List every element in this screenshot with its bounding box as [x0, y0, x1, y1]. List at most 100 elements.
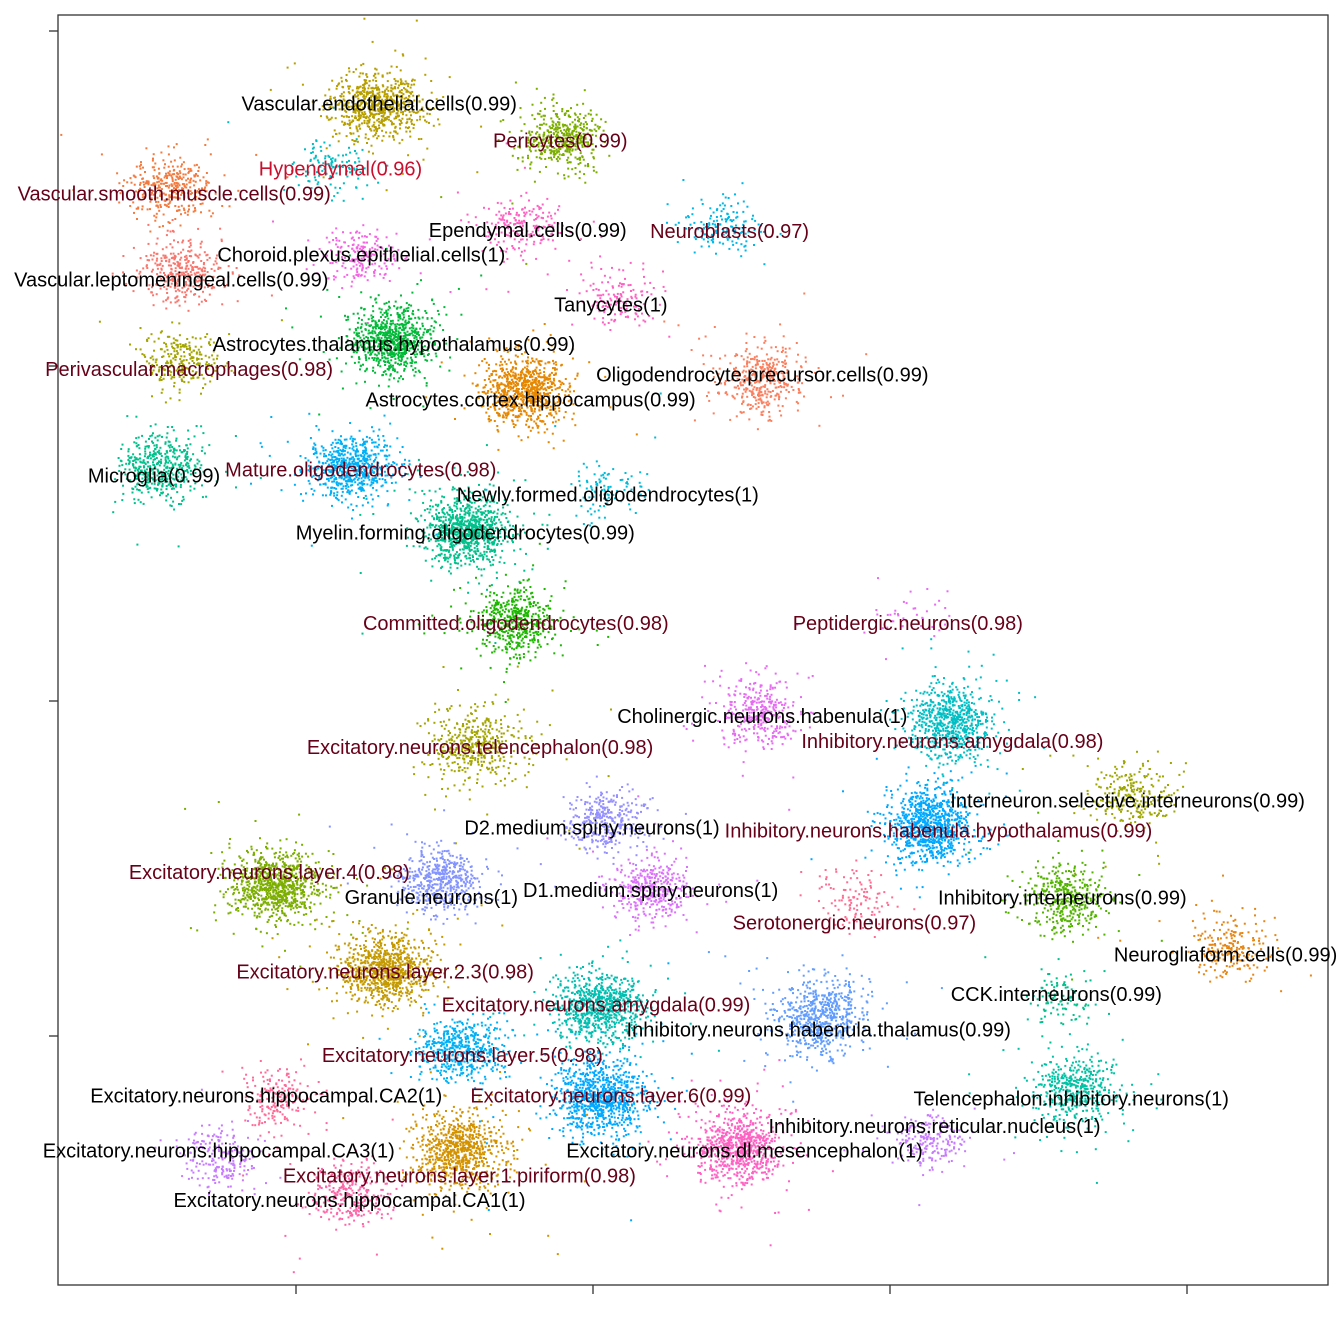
data-point: [384, 357, 387, 360]
data-point: [372, 319, 375, 322]
data-point: [602, 129, 605, 132]
data-point: [205, 184, 208, 187]
data-point: [180, 165, 183, 168]
data-point: [310, 187, 313, 189]
data-point: [576, 116, 579, 119]
data-point: [171, 191, 174, 194]
data-point: [152, 294, 155, 297]
data-point: [154, 162, 157, 165]
data-point: [578, 158, 581, 161]
data-point: [779, 323, 782, 326]
data-point: [405, 90, 408, 93]
data-point: [611, 266, 613, 269]
data-point: [561, 143, 564, 146]
data-point: [556, 172, 559, 175]
data-point: [519, 254, 522, 257]
data-point: [139, 173, 142, 176]
data-point: [373, 330, 376, 333]
data-point: [818, 424, 821, 427]
data-point: [397, 316, 400, 319]
data-point: [568, 382, 571, 385]
data-point: [591, 133, 594, 136]
data-point: [363, 275, 366, 278]
data-point: [502, 416, 505, 419]
data-point: [177, 299, 180, 302]
data-point: [388, 378, 391, 381]
data-point: [355, 186, 358, 189]
data-point: [401, 328, 404, 331]
data-point: [385, 99, 388, 102]
data-point: [385, 320, 388, 323]
data-point: [307, 239, 310, 242]
data-point: [182, 161, 185, 164]
data-point: [166, 292, 169, 294]
data-point: [574, 118, 576, 121]
cluster-points: [666, 179, 782, 266]
data-point: [579, 161, 582, 164]
data-point: [182, 207, 185, 210]
data-point: [394, 323, 397, 326]
data-point: [183, 380, 186, 383]
data-point: [529, 382, 532, 385]
data-point: [176, 209, 179, 212]
data-point: [153, 251, 156, 254]
data-point: [408, 118, 411, 121]
data-point: [382, 115, 385, 118]
data-point: [523, 219, 525, 222]
data-point: [199, 203, 202, 205]
data-point: [512, 229, 515, 232]
data-point: [122, 255, 125, 257]
data-point: [745, 388, 748, 391]
data-point: [321, 105, 324, 108]
data-point: [521, 360, 524, 363]
data-point: [559, 129, 562, 132]
data-point: [539, 127, 542, 130]
data-point: [539, 414, 542, 416]
data-point: [165, 343, 167, 346]
data-point: [485, 235, 488, 238]
data-point: [425, 382, 428, 385]
data-point: [576, 158, 579, 161]
data-point: [209, 153, 212, 156]
data-point: [651, 317, 654, 320]
data-point: [363, 119, 366, 122]
data-point: [169, 196, 172, 199]
data-point: [388, 326, 391, 328]
data-point: [737, 387, 740, 390]
data-point: [503, 219, 506, 222]
data-point: [160, 348, 163, 351]
data-point: [795, 342, 798, 344]
data-point: [351, 115, 354, 118]
data-point: [555, 148, 558, 151]
data-point: [488, 418, 490, 420]
data-point: [758, 391, 761, 394]
data-point: [781, 405, 784, 408]
data-point: [542, 225, 545, 228]
data-point: [162, 225, 164, 228]
data-point: [398, 327, 401, 330]
data-point: [803, 292, 806, 295]
data-point: [732, 219, 735, 222]
data-point: [508, 231, 511, 234]
data-point: [511, 378, 514, 381]
data-point: [753, 244, 755, 246]
data-point: [519, 107, 522, 109]
data-point: [163, 199, 166, 202]
data-point: [198, 253, 201, 256]
data-point: [329, 95, 332, 98]
data-point: [500, 202, 503, 205]
data-point: [390, 95, 393, 98]
data-point: [378, 100, 381, 103]
data-point: [542, 235, 545, 238]
data-point: [519, 116, 522, 119]
data-point: [173, 173, 176, 176]
data-point: [782, 335, 785, 338]
data-point: [335, 237, 338, 239]
data-point: [762, 410, 765, 413]
data-point: [567, 110, 570, 112]
data-point: [797, 391, 800, 394]
data-point: [532, 208, 535, 211]
data-point: [197, 197, 200, 200]
data-point: [540, 360, 543, 363]
data-point: [187, 196, 190, 199]
